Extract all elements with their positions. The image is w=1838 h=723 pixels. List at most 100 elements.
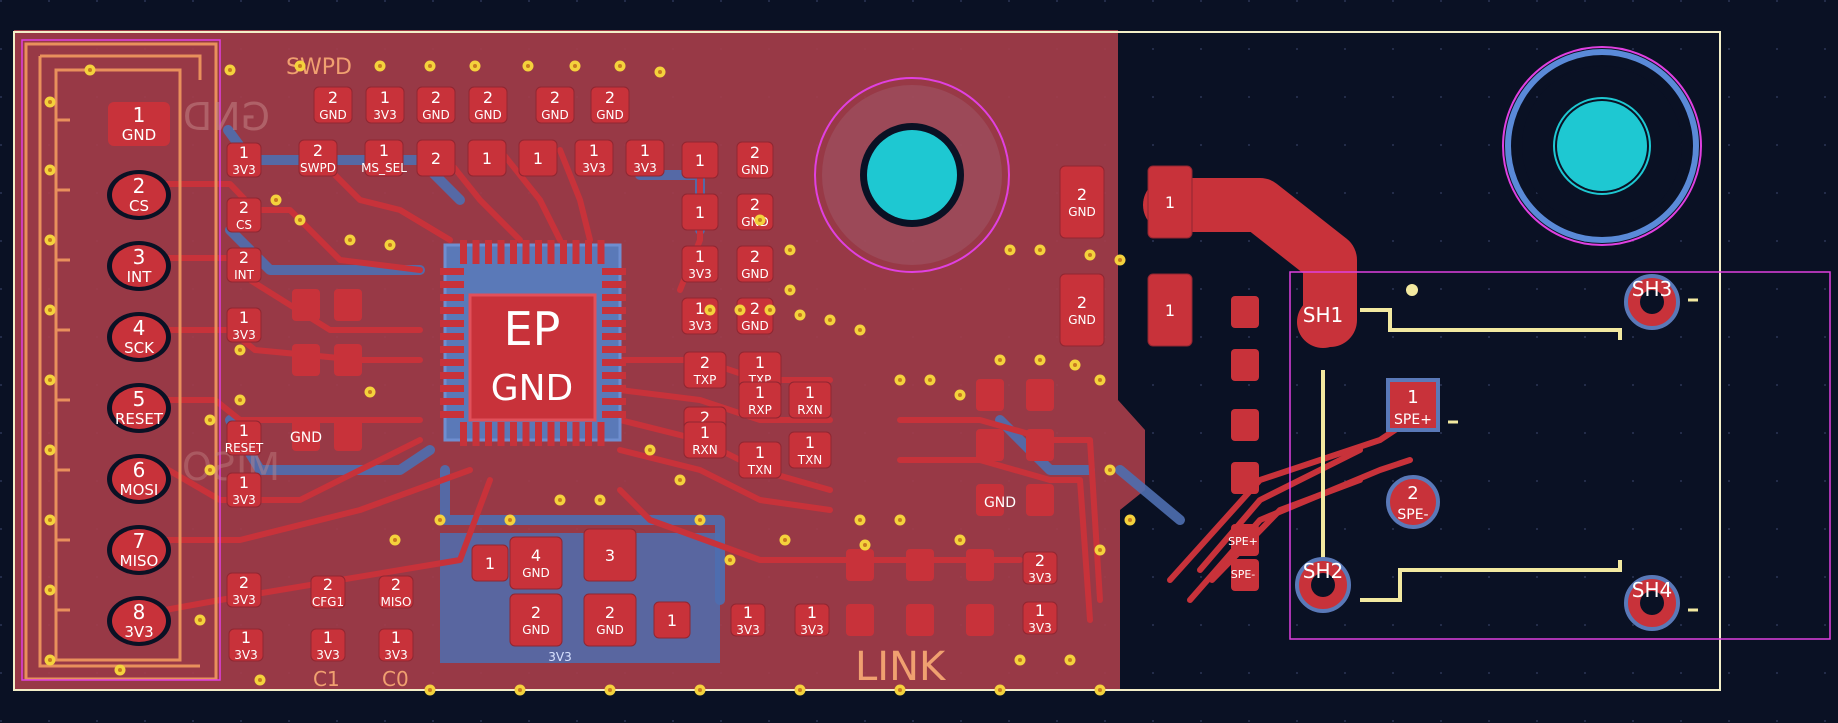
pad-passive[interactable] [906, 549, 934, 581]
pad-crystal[interactable]: 1 [471, 544, 509, 582]
pad-passive[interactable] [1231, 462, 1259, 494]
pad-passive[interactable] [966, 604, 994, 636]
pad-passive[interactable] [292, 289, 320, 321]
shield-power-trace[interactable] [1143, 178, 1357, 347]
pad-passive[interactable] [1026, 379, 1054, 411]
pad-crystal[interactable]: 1 [653, 601, 691, 639]
pad-passive[interactable] [334, 289, 362, 321]
pad-passive[interactable] [334, 419, 362, 451]
connector-pads[interactable]: 1 SPE+ 2 SPE- [1386, 378, 1440, 529]
pad-left-col[interactable]: 2CS [226, 197, 262, 233]
pad-gnd[interactable]: GND [984, 495, 1016, 511]
pad-passive[interactable] [1231, 349, 1259, 381]
ethernet-phy-ic[interactable]: EP GND [440, 240, 626, 446]
pad-passive[interactable] [1231, 296, 1259, 328]
pad-passive[interactable] [1231, 409, 1259, 441]
pad-bulk-cap[interactable]: 1 [1147, 273, 1193, 347]
pad-passive[interactable] [1026, 429, 1054, 461]
pad-number: 1 [380, 88, 390, 107]
mounting-hole-right[interactable] [1502, 46, 1702, 246]
pad-passive[interactable] [292, 344, 320, 376]
pad-passive[interactable] [846, 549, 874, 581]
pad-passive[interactable] [1231, 524, 1259, 556]
pad-passive[interactable] [966, 549, 994, 581]
pad-spe-plus[interactable] [1386, 378, 1440, 432]
pad-passive[interactable] [334, 344, 362, 376]
pad-second-row[interactable]: 1 [518, 139, 558, 177]
header-pin-2[interactable]: 2CS [107, 170, 171, 220]
exposed-pad[interactable] [468, 293, 597, 422]
pad-crystal[interactable]: 3 [583, 528, 637, 582]
pad-passive[interactable] [976, 484, 1004, 516]
pad-passive[interactable] [1026, 484, 1054, 516]
pad-passive[interactable] [906, 604, 934, 636]
pad-second-row[interactable]: 1MS_SEL [361, 139, 407, 177]
shield-pads[interactable]: SH1 SH2 SH3 SH4 [1295, 274, 1680, 631]
mounting-hole-left[interactable] [814, 77, 1010, 273]
pad-passive[interactable] [846, 604, 874, 636]
pad-gnd[interactable]: GND [290, 430, 322, 446]
pad-second-row[interactable]: 1 [467, 139, 507, 177]
pad-number: 2 [483, 88, 493, 107]
pad-passive[interactable] [292, 419, 320, 451]
pad-bulk-cap[interactable]: 1 [1147, 165, 1193, 239]
pad-passive[interactable] [1231, 559, 1259, 591]
pad-second-row[interactable]: 2 [416, 139, 456, 177]
pad-passive[interactable] [976, 379, 1004, 411]
pad-decoupling[interactable]: 1 [681, 193, 719, 231]
pad-decoupling[interactable]: 1 [681, 141, 719, 179]
pad-spe-minus[interactable] [1386, 475, 1440, 529]
pad-passive[interactable] [976, 429, 1004, 461]
